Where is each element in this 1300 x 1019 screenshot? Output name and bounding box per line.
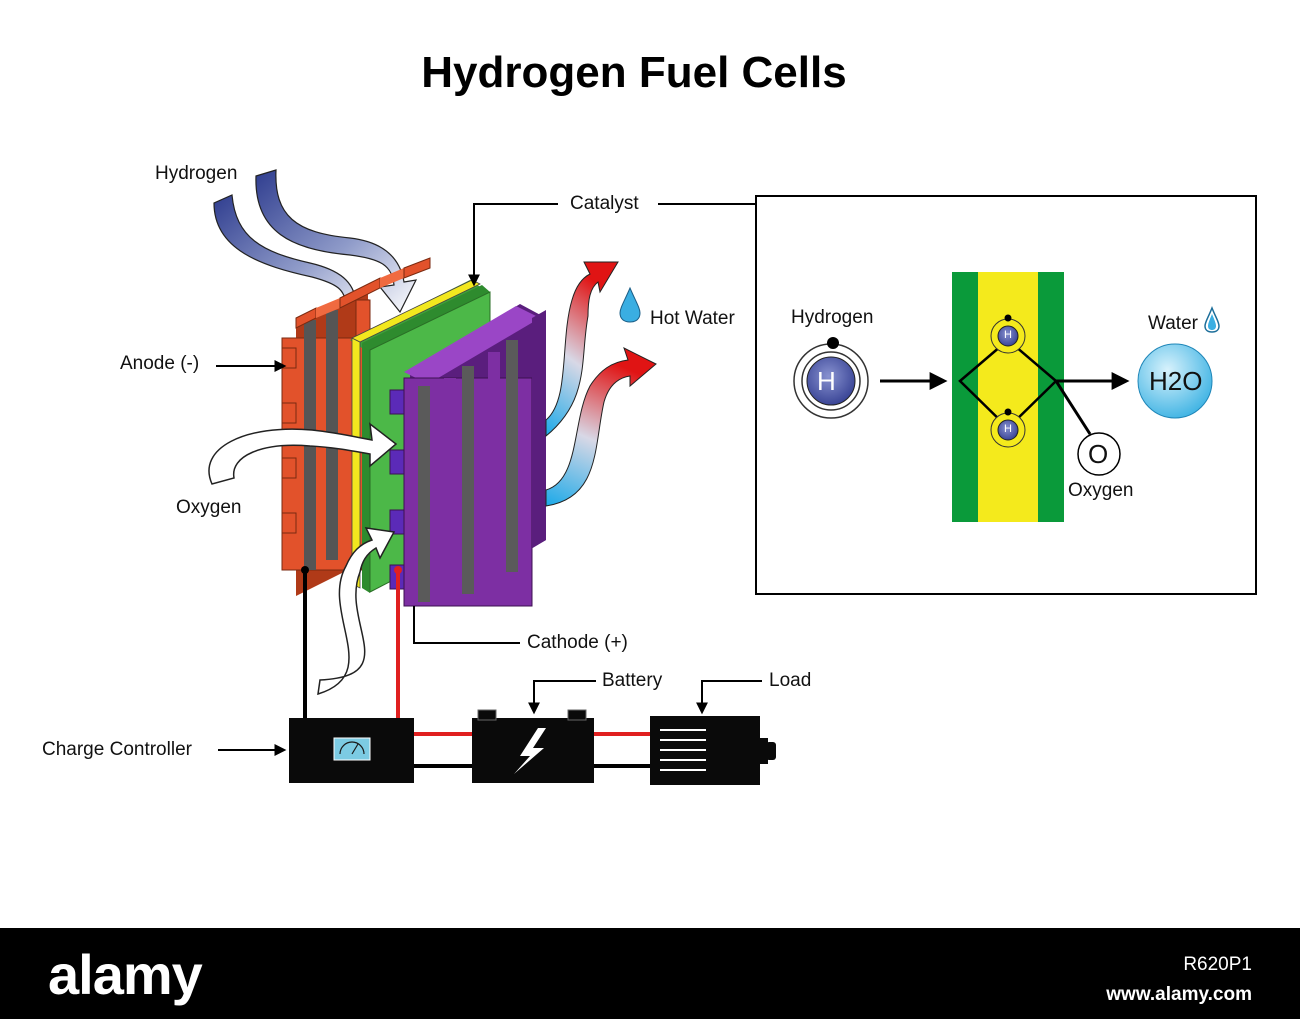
inset-label-hydrogen: Hydrogen (791, 307, 874, 328)
inset-label-oxygen: Oxygen (1068, 480, 1134, 501)
circuit-wires (301, 566, 650, 768)
catalyst-leader (468, 203, 558, 287)
label-battery: Battery (602, 670, 663, 691)
inset-h-small-top: H (1004, 329, 1012, 341)
load-motor (650, 716, 776, 785)
hot-water-arrow-1 (545, 261, 619, 438)
cathode-leader (413, 606, 520, 644)
cathode-plate (389, 304, 546, 607)
footer-image-code: R620P1 (1183, 954, 1252, 975)
label-cathode: Cathode (+) (527, 632, 628, 653)
hydrogen-arrow-2 (255, 169, 418, 314)
hydrogen-atom (806, 356, 856, 406)
hot-water-arrows (545, 261, 657, 507)
load-leader (696, 680, 762, 715)
footer-brand: alamy (48, 943, 203, 1006)
charge-controller (289, 718, 414, 783)
lightning-icon (514, 728, 546, 774)
hydrogen-small-atom-bottom (997, 419, 1019, 441)
inset-h-small-bottom: H (1004, 423, 1012, 435)
inset-h-symbol: H (817, 366, 836, 396)
page-title: Hydrogen Fuel Cells (421, 48, 847, 97)
label-hydrogen: Hydrogen (155, 163, 238, 184)
hot-water-arrow-2 (545, 347, 657, 507)
oxygen-input-arrows (208, 422, 398, 696)
water-drop-icon (619, 286, 641, 323)
oxygen-arrow-2 (317, 527, 396, 696)
label-catalyst: Catalyst (570, 193, 639, 214)
label-charge-controller: Charge Controller (42, 739, 192, 760)
battery-leader (528, 680, 596, 715)
footer-bar: alamy R620P1 www.alamy.com (0, 928, 1300, 1019)
anode-plate (281, 257, 431, 596)
electron-dot (827, 337, 839, 349)
water-molecule (1137, 343, 1213, 419)
label-load: Load (769, 670, 812, 691)
label-oxygen: Oxygen (176, 497, 242, 518)
hydrogen-input-arrows (213, 169, 418, 329)
gauge-icon (333, 737, 371, 761)
oxygen-arrow-1 (208, 422, 398, 485)
label-hot-water: Hot Water (650, 308, 735, 329)
hydrogen-small-atom-top (997, 325, 1019, 347)
oxygen-atom (1077, 432, 1121, 476)
reaction-inset (755, 195, 1257, 595)
inset-label-water: Water (1148, 313, 1198, 334)
leader-lines (216, 203, 762, 756)
footer-site: www.alamy.com (1106, 984, 1252, 1005)
inset-o-symbol: O (1088, 439, 1109, 469)
inset-h2o-symbol: H2O (1149, 366, 1203, 396)
label-anode: Anode (-) (120, 353, 200, 374)
battery (472, 709, 594, 783)
